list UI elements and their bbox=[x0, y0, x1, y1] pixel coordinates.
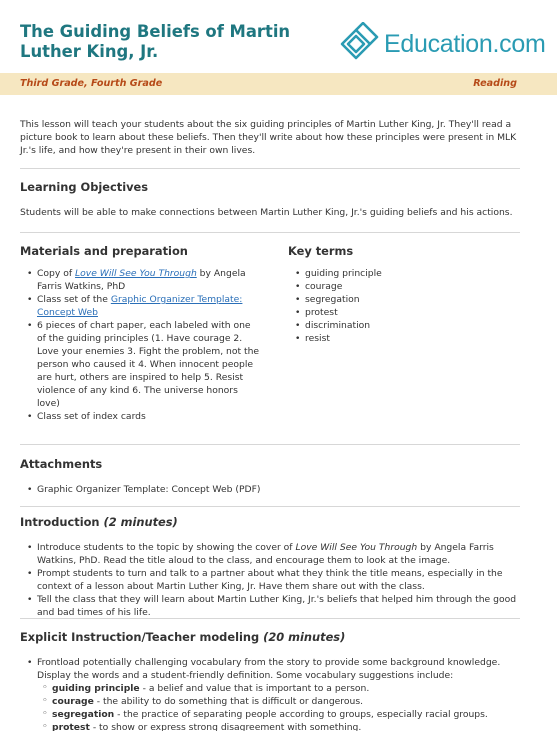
introduction-list: Introduce students to the topic by showi… bbox=[20, 541, 520, 619]
grade-subject-bar: Third Grade, Fourth Grade Reading bbox=[0, 73, 557, 95]
materials-section: Materials and preparation Copy of Love W… bbox=[20, 244, 520, 444]
attachments-heading: Attachments bbox=[20, 457, 103, 471]
materials-heading: Materials and preparation bbox=[20, 244, 188, 258]
vocab-item: courage - the ability to do something th… bbox=[20, 694, 520, 708]
divider bbox=[20, 168, 520, 169]
introduction-heading: Introduction (2 minutes) bbox=[20, 515, 178, 529]
vocab-item: guiding principle - a belief and value t… bbox=[20, 681, 520, 695]
logo-text: Education.com bbox=[384, 30, 546, 58]
materials-column: Materials and preparation Copy of Love W… bbox=[20, 244, 260, 423]
divider bbox=[20, 618, 520, 619]
attachment-item[interactable]: Graphic Organizer Template: Concept Web … bbox=[20, 483, 520, 496]
materials-list: Copy of Love Will See You Through by Ang… bbox=[20, 267, 260, 423]
vocab-item: segregation - the practice of separating… bbox=[20, 707, 520, 721]
key-terms-column: Key terms guiding principle courage segr… bbox=[288, 244, 508, 345]
objectives-heading: Learning Objectives bbox=[20, 180, 149, 194]
explicit-instruction-time: (20 minutes) bbox=[263, 630, 346, 644]
key-terms-heading: Key terms bbox=[288, 244, 354, 258]
grade-level: Third Grade, Fourth Grade bbox=[20, 78, 163, 89]
lesson-intro-text: This lesson will teach your students abo… bbox=[20, 119, 517, 157]
concept-web-link[interactable]: Graphic Organizer Template: Concept Web bbox=[37, 294, 243, 318]
divider bbox=[20, 506, 520, 507]
book-link[interactable]: Love Will See You Through bbox=[75, 268, 197, 279]
list-item: Prompt students to turn and talk to a pa… bbox=[20, 567, 520, 593]
key-term-item: resist bbox=[288, 332, 508, 345]
divider bbox=[20, 232, 520, 233]
vocab-list: guiding principle - a belief and value t… bbox=[20, 681, 520, 731]
explicit-instruction-list: Frontload potentially challenging vocabu… bbox=[20, 656, 520, 731]
list-item: Copy of Love Will See You Through by Ang… bbox=[20, 267, 260, 293]
list-item: Class set of index cards bbox=[20, 410, 260, 423]
key-term-item: segregation bbox=[288, 293, 508, 306]
list-item: Introduce students to the topic by showi… bbox=[20, 541, 520, 567]
key-term-item: discrimination bbox=[288, 319, 508, 332]
page-header: The Guiding Beliefs of Martin Luther Kin… bbox=[0, 0, 557, 69]
key-terms-list: guiding principle courage segregation pr… bbox=[288, 267, 508, 345]
subject-label: Reading bbox=[473, 78, 517, 89]
education-logo[interactable]: Education.com bbox=[336, 22, 546, 68]
pencil-layers-icon bbox=[340, 22, 379, 60]
key-term-item: guiding principle bbox=[288, 267, 508, 280]
list-item: 6 pieces of chart paper, each labeled wi… bbox=[20, 319, 260, 410]
list-item: Class set of the Graphic Organizer Templ… bbox=[20, 293, 260, 319]
explicit-instruction-heading: Explicit Instruction/Teacher modeling (2… bbox=[20, 630, 346, 644]
key-term-item: protest bbox=[288, 306, 508, 319]
attachments-list: Graphic Organizer Template: Concept Web … bbox=[20, 483, 520, 496]
list-item: Tell the class that they will learn abou… bbox=[20, 593, 520, 619]
objectives-text: Students will be able to make connection… bbox=[20, 207, 513, 218]
book-title: Love Will See You Through bbox=[295, 542, 418, 553]
introduction-time: (2 minutes) bbox=[103, 515, 178, 529]
divider bbox=[20, 444, 520, 445]
key-term-item: courage bbox=[288, 280, 508, 293]
list-item: Frontload potentially challenging vocabu… bbox=[20, 656, 520, 731]
vocab-item: protest - to show or express strong disa… bbox=[20, 720, 520, 731]
page-title: The Guiding Beliefs of Martin Luther Kin… bbox=[20, 22, 291, 61]
